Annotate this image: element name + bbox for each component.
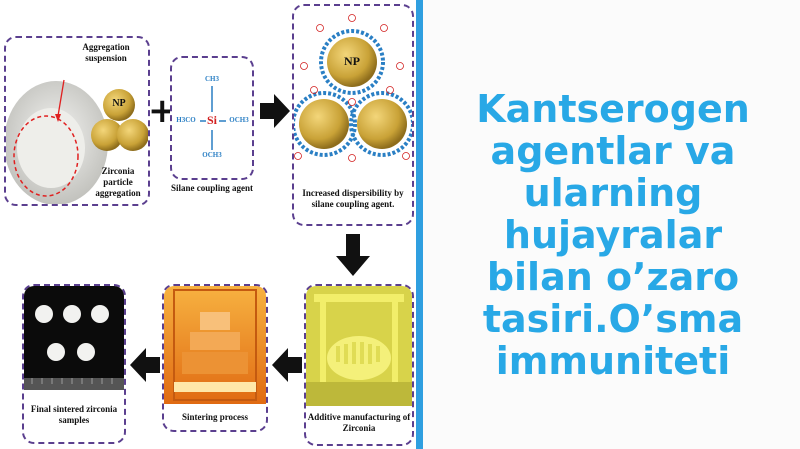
title-line: immuniteti	[495, 339, 731, 383]
sintering-label: Sintering process	[181, 412, 249, 422]
final-samples-panel: Final sintered zirconia samples	[22, 284, 126, 444]
divider-bar	[416, 0, 423, 449]
silane-top: CH3	[205, 75, 219, 83]
silane-left: H3CO	[176, 116, 196, 124]
np-label-dispersed: NP	[344, 54, 360, 68]
final-samples-photo	[24, 286, 124, 390]
silane-center: Si	[206, 113, 217, 127]
arrow-left-icon	[272, 348, 302, 382]
title-line: Kantserogen	[476, 87, 750, 131]
zirconia-aggregation-label: Zirconia particle aggregation	[95, 166, 141, 198]
additive-panel: Additive manufacturing of Zirconia	[304, 284, 414, 446]
arrow-left-icon	[130, 348, 160, 382]
np-label: NP	[112, 98, 126, 109]
arrow-right-icon	[260, 94, 290, 128]
plus-sign: +	[148, 91, 177, 131]
title-area: Kantserogen agentlar va ularning hujayra…	[423, 0, 800, 449]
aggregation-label: Aggregation suspension	[82, 42, 130, 63]
silane-label: Silane coupling agent	[170, 183, 253, 193]
printer-photo	[306, 286, 412, 406]
silane-right: OCH3	[229, 116, 249, 124]
silane-bottom: OCH3	[202, 151, 222, 159]
sintering-photo	[164, 286, 266, 404]
process-diagram: Aggregation suspension NP Zirconia parti…	[4, 4, 414, 446]
dispersed-particles	[294, 14, 412, 162]
title-line: hujayralar	[503, 213, 723, 257]
dispersibility-panel: NP Increased dispersibility by silane co…	[292, 4, 414, 226]
title-line: tasiri.O’sma	[482, 297, 744, 341]
silane-bond-lines	[200, 86, 226, 150]
aggregation-panel: Aggregation suspension NP Zirconia parti…	[4, 36, 150, 206]
final-samples-label: Final sintered zirconia samples	[30, 404, 118, 425]
title-line: agentlar va	[490, 129, 736, 173]
sintering-panel: Sintering process	[162, 284, 268, 432]
slide-title: Kantserogen agentlar va ularning hujayra…	[443, 88, 783, 382]
title-line: bilan o’zaro	[486, 255, 740, 299]
dispersibility-label: Increased dispersibility by silane coupl…	[302, 188, 404, 209]
arrow-down-icon	[336, 234, 370, 276]
silane-panel: CH3 H3CO Si OCH3 OCH3	[170, 56, 254, 180]
aggregation-photo	[6, 79, 148, 204]
additive-label: Additive manufacturing of Zirconia	[307, 412, 411, 433]
title-line: ularning	[523, 171, 703, 215]
